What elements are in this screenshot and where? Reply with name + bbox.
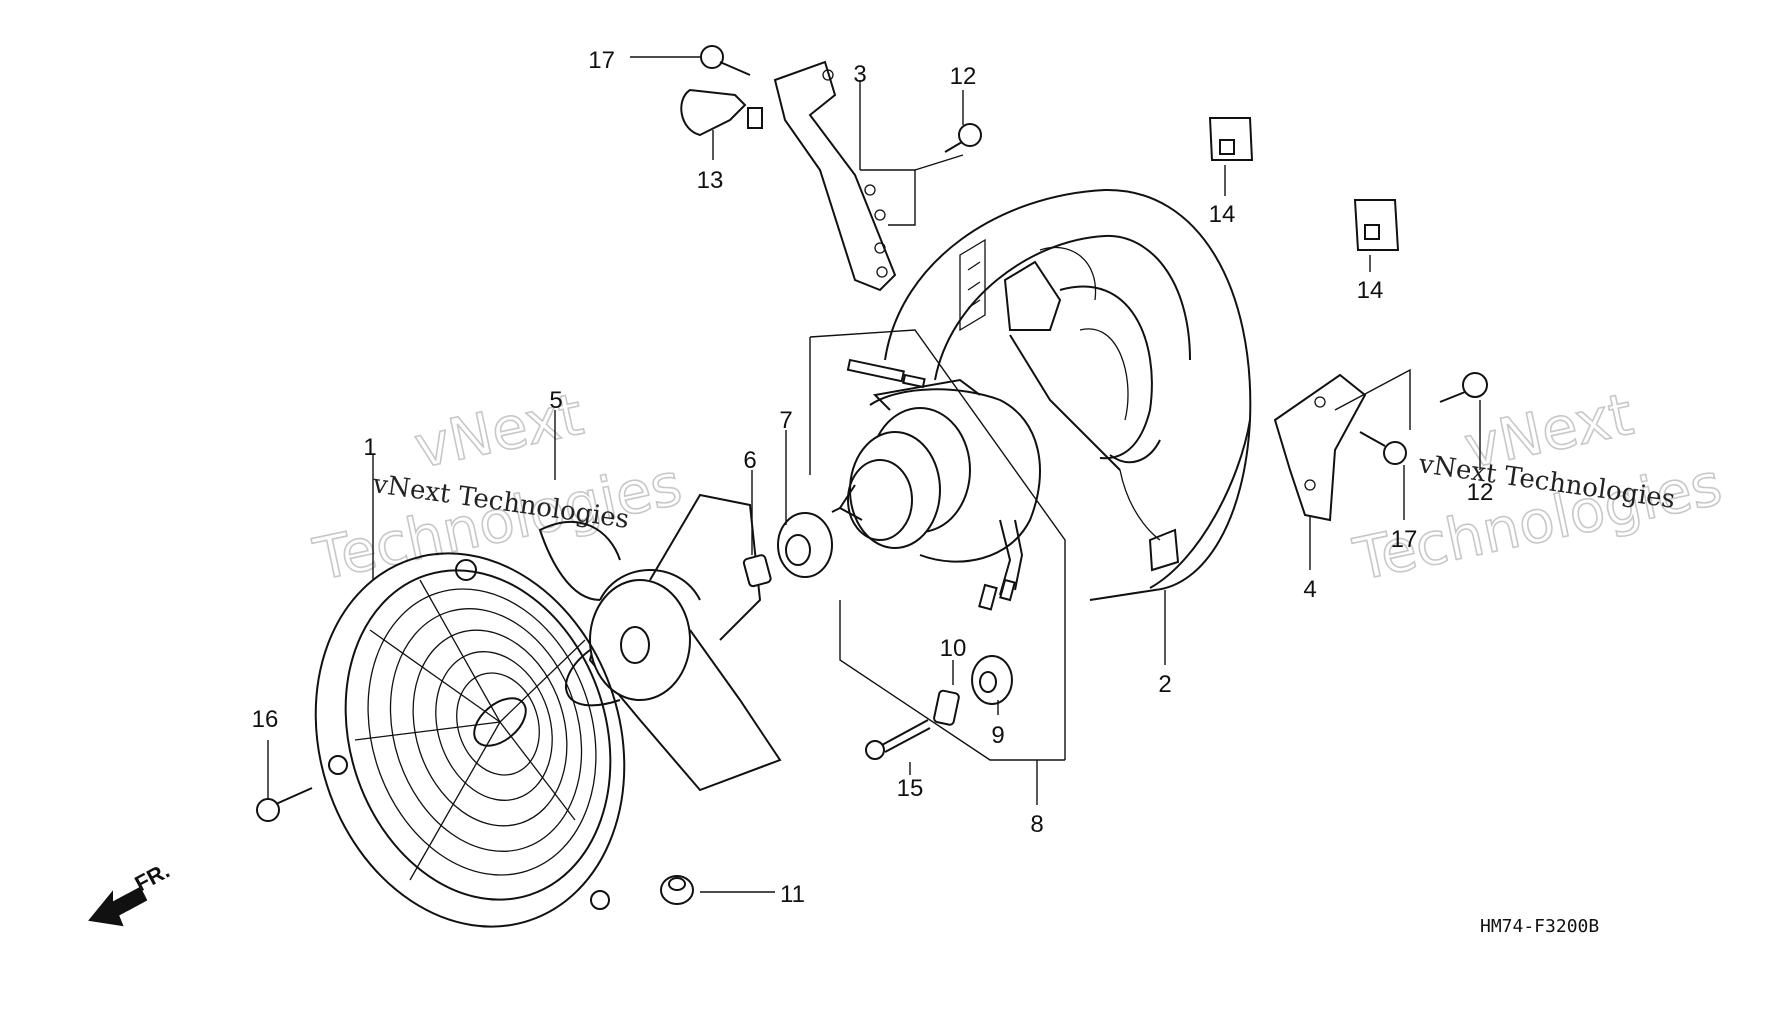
callout-8: 8: [1030, 811, 1043, 838]
callout-12-top: 12: [950, 63, 977, 90]
callout-7: 7: [779, 407, 792, 434]
callout-12-right: 12: [1467, 479, 1494, 506]
callout-17-right: 17: [1391, 526, 1418, 553]
callout-3: 3: [853, 61, 866, 88]
front-direction-arrow: FR.: [88, 858, 174, 927]
drawing-code: HM74-F3200B: [1480, 916, 1599, 937]
watermark-right: vNext Technologies vNext Technologies: [1347, 379, 1728, 595]
mount-brackets: [680, 60, 1400, 522]
callout-17-top: 17: [588, 47, 615, 74]
callout-14-left: 14: [1209, 201, 1236, 228]
callout-2: 2: [1158, 671, 1171, 698]
callout-9: 9: [991, 722, 1004, 749]
leader-lines: [267, 56, 1481, 893]
motor-kit-bracket: [809, 329, 1066, 805]
callout-4: 4: [1303, 576, 1316, 603]
callout-11: 11: [780, 881, 805, 908]
small-parts: [256, 45, 1488, 905]
fan-shroud: [884, 188, 1252, 601]
callout-labels: 17 3 12 13 14 14 5 7 6 1 12 4 17 2 10 9 …: [252, 47, 1494, 908]
fan-blade: [538, 493, 782, 792]
callout-14-right: 14: [1357, 277, 1384, 304]
callout-6: 6: [743, 447, 756, 474]
callout-16: 16: [252, 706, 279, 733]
fan-motor: [831, 358, 1041, 611]
fan-guard: [314, 552, 626, 928]
callout-13: 13: [697, 167, 724, 194]
callout-5: 5: [549, 387, 562, 414]
callout-1: 1: [363, 434, 376, 461]
callout-10: 10: [940, 635, 967, 662]
callout-15: 15: [897, 775, 924, 802]
